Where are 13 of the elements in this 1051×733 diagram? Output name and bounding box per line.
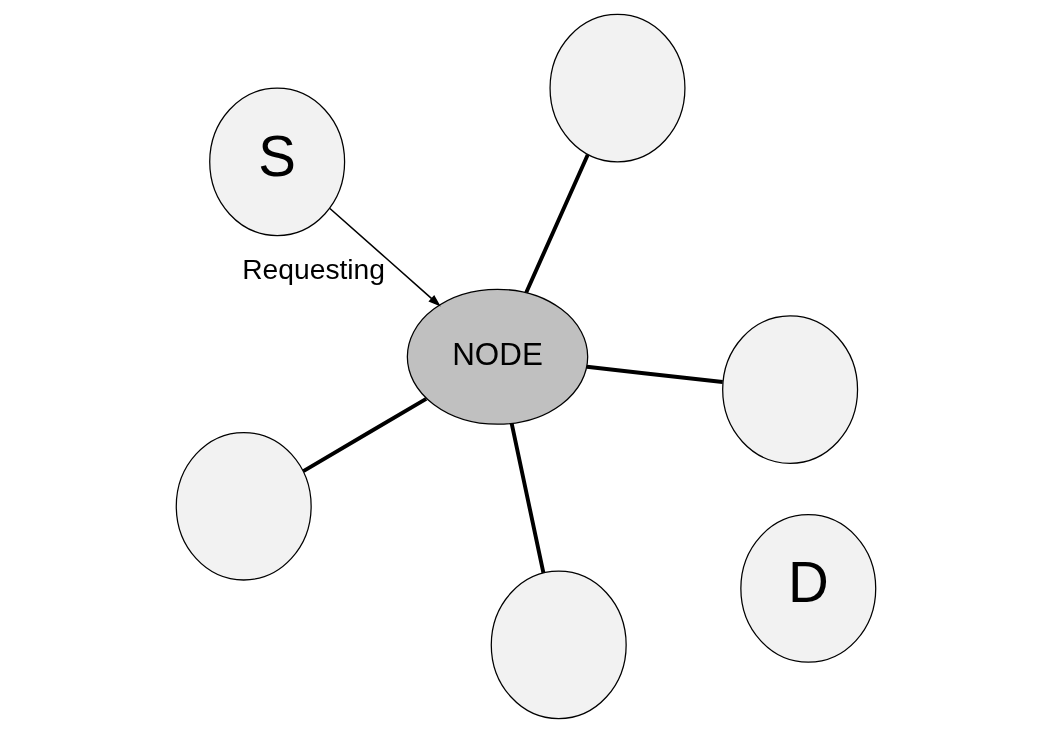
node-circle (490, 570, 627, 720)
node-circle (548, 13, 686, 163)
node-circle: S (208, 87, 345, 237)
node-circle (175, 431, 312, 581)
connector (586, 364, 723, 384)
arrow (328, 207, 441, 307)
node-circle: D (739, 514, 876, 663)
edge-label: Requesting (241, 253, 385, 286)
node-ellipse: NODE (406, 288, 588, 425)
node-circle (721, 315, 858, 464)
connector (523, 153, 590, 294)
connector (509, 423, 545, 574)
connector (301, 397, 427, 473)
